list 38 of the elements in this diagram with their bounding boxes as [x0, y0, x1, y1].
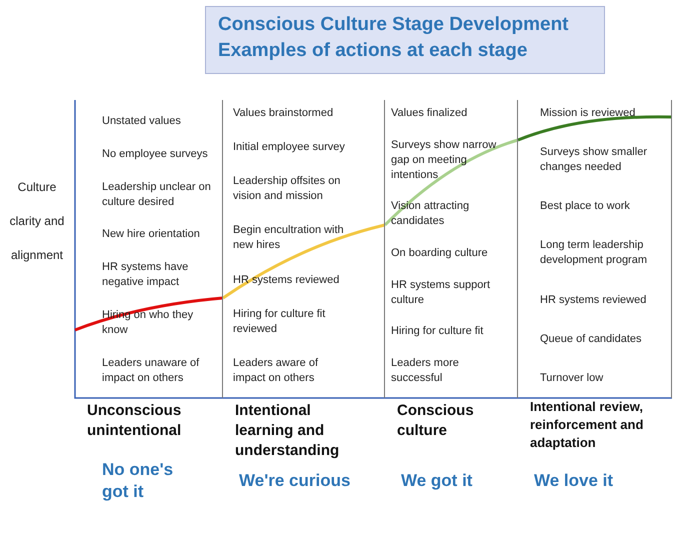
action-text: HR systems have negative impact	[102, 260, 190, 290]
action-text: Unstated values	[102, 114, 182, 129]
action-text: Best place to work	[540, 199, 631, 214]
stage-motto: We're curious	[239, 470, 352, 492]
action-text: Values brainstormed	[233, 106, 334, 121]
stage-name: Intentional learning and understanding	[235, 401, 340, 461]
stage-name: Intentional review, reinforcement and adaptation	[530, 398, 644, 452]
action-text: No employee surveys	[102, 146, 209, 162]
action-text: Begin encultration with new hires	[233, 223, 345, 254]
action-text: Vision attracting candidates	[391, 199, 470, 230]
action-text: Surveys show narrow gap on meeting intentions	[391, 138, 498, 183]
stage-name: Conscious culture	[397, 401, 475, 441]
action-text: Leaders more successful	[391, 356, 460, 386]
action-text: Initial employee survey	[233, 140, 345, 156]
action-text: Queue of candidates	[540, 332, 643, 347]
action-text: On boarding culture	[391, 246, 489, 261]
action-text: HR systems reviewed	[233, 272, 340, 288]
stage-motto: We got it	[401, 470, 474, 492]
title: Conscious Culture Stage Development	[218, 13, 569, 37]
subtitle: Examples of actions at each stage	[218, 39, 528, 63]
action-text: Hiring for culture fit	[391, 324, 484, 340]
action-text: Long term leadership development program	[540, 238, 648, 268]
action-text: Leaders unaware of impact on others	[102, 356, 200, 386]
action-text: HR systems support culture	[391, 278, 492, 308]
action-text: New hire orientation	[102, 227, 201, 242]
action-text: Leadership offsites on vision and mission	[233, 174, 342, 204]
stage-name: Unconscious unintentional	[87, 401, 182, 441]
stage-motto: No one's got it	[102, 459, 174, 503]
action-text: HR systems reviewed	[540, 292, 648, 308]
action-text: Mission is reviewed	[540, 106, 636, 121]
action-text: Leadership unclear on culture desired	[102, 180, 212, 210]
action-text: Leaders aware of impact on others	[233, 356, 319, 386]
action-text: Turnover low	[540, 370, 604, 386]
axis-label: Culture clarity and alignment	[8, 179, 66, 264]
stage-motto: We love it	[534, 470, 614, 492]
action-text: Surveys show smaller changes needed	[540, 145, 648, 176]
action-text: Hiring for culture fit reviewed	[233, 306, 326, 337]
action-text: Values finalized	[391, 106, 468, 121]
